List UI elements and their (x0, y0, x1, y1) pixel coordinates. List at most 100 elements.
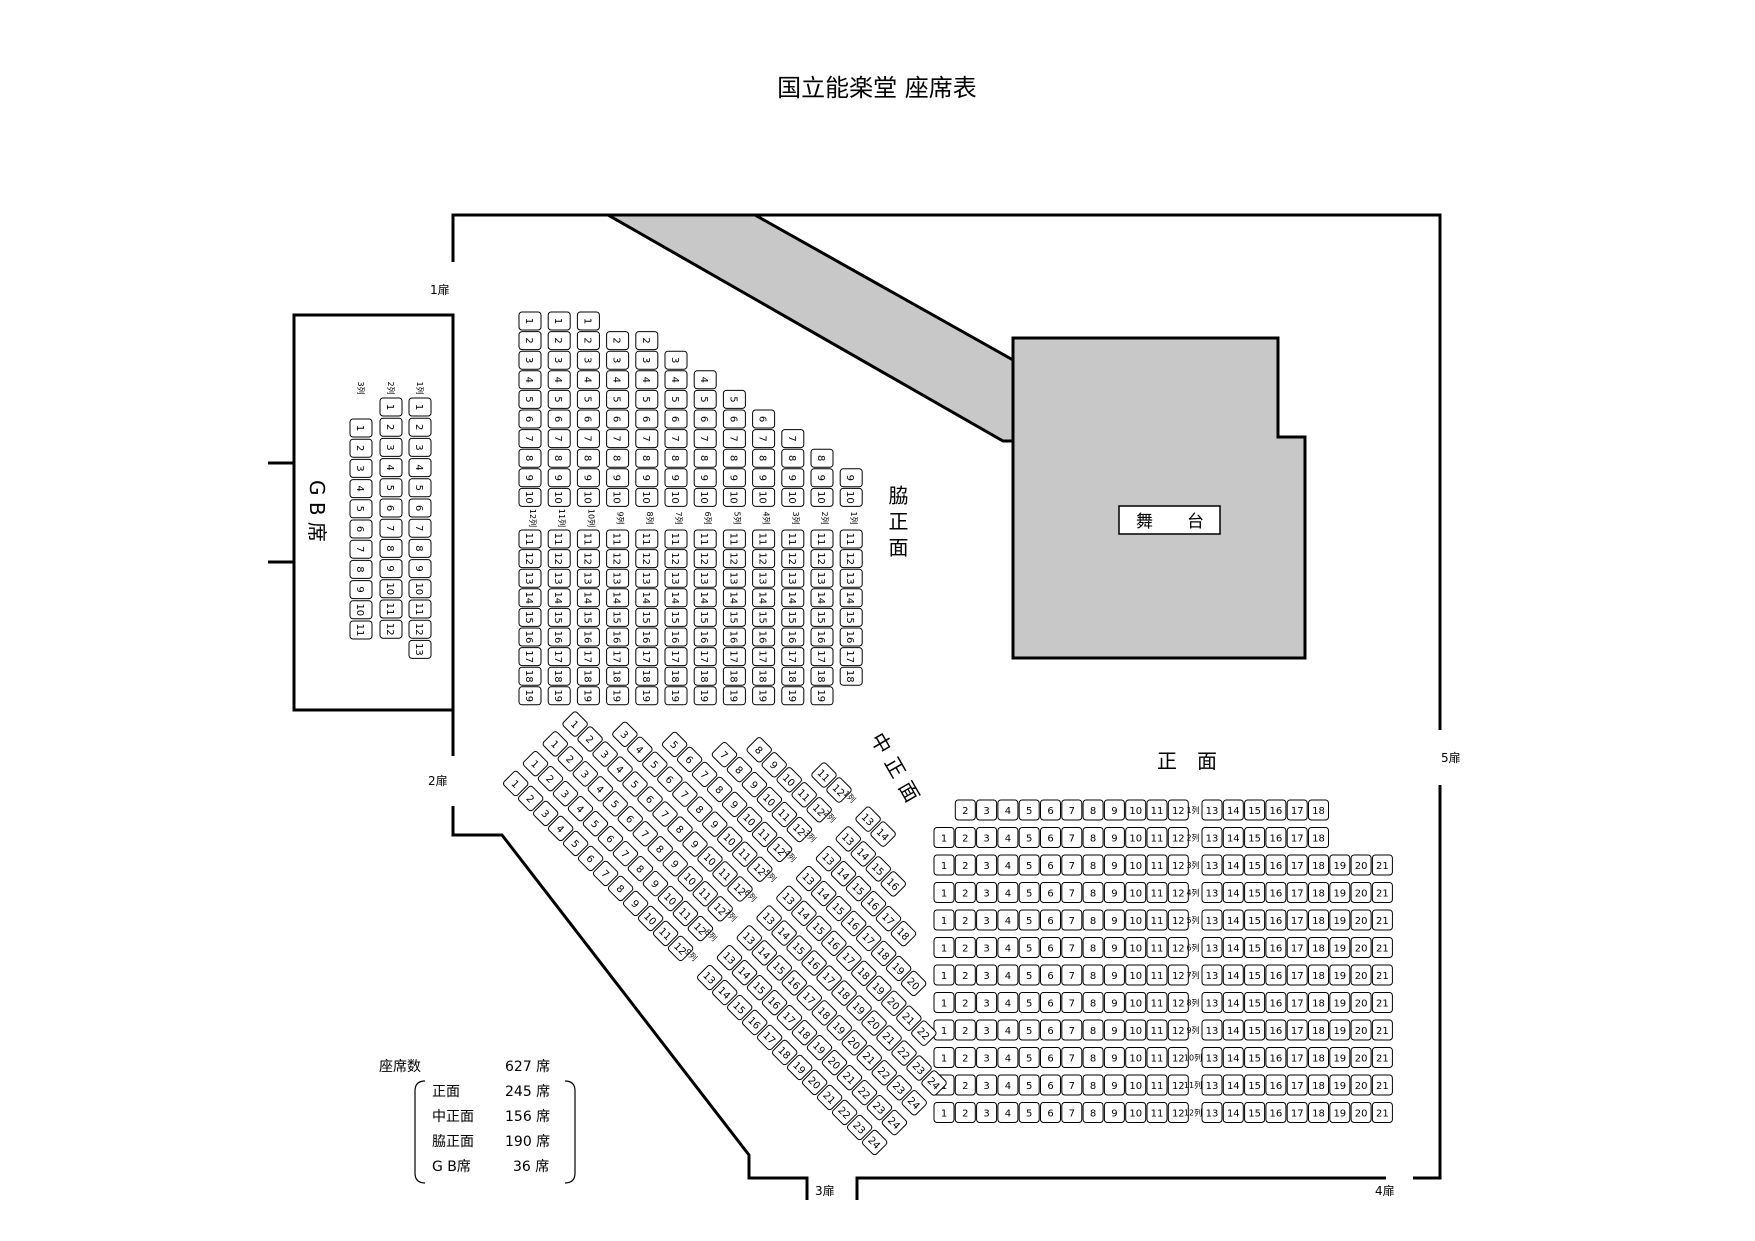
seat[interactable]: 9 (635, 468, 659, 488)
seat[interactable]: 7 (547, 429, 571, 449)
seat[interactable]: 9 (1103, 909, 1125, 931)
seat[interactable]: 13 (576, 568, 600, 588)
seat[interactable]: 20 (861, 1010, 888, 1037)
seat[interactable]: 16 (1265, 909, 1287, 931)
seat[interactable]: 16 (576, 627, 600, 647)
seat[interactable]: 15 (781, 607, 805, 627)
seat[interactable]: 7 (652, 801, 679, 828)
seat[interactable]: 9 (722, 468, 746, 488)
seat[interactable]: 10 (1125, 964, 1147, 986)
seat[interactable]: 13 (664, 568, 688, 588)
seat[interactable]: 10 (379, 579, 403, 599)
seat[interactable]: 13 (776, 885, 803, 912)
seat[interactable]: 4 (693, 370, 717, 390)
seat[interactable]: 9 (1103, 964, 1125, 986)
seat[interactable]: 15 (518, 607, 542, 627)
seat[interactable]: 17 (1286, 799, 1308, 821)
seat[interactable]: 16 (1265, 882, 1287, 903)
seat[interactable]: 9 (1103, 937, 1125, 958)
seat[interactable]: 9 (752, 468, 776, 488)
seat[interactable]: 9 (1103, 1047, 1125, 1068)
seat[interactable]: 18 (635, 666, 659, 686)
seat[interactable]: 8 (686, 796, 713, 823)
seat[interactable]: 16 (860, 890, 887, 917)
seat[interactable]: 9 (781, 468, 805, 488)
seat[interactable]: 7 (781, 429, 805, 449)
seat[interactable]: 9 (379, 559, 403, 579)
seat[interactable]: 21 (1371, 1019, 1393, 1041)
seat[interactable]: 21 (895, 1005, 922, 1032)
seat[interactable]: 16 (1265, 1019, 1287, 1041)
seat[interactable]: 16 (810, 627, 834, 647)
seat[interactable]: 7 (1061, 964, 1083, 986)
seat[interactable]: 2 (518, 331, 542, 351)
seat[interactable]: 13 (835, 825, 862, 852)
seat[interactable]: 5 (518, 389, 542, 409)
seat[interactable]: 2 (954, 992, 976, 1013)
seat[interactable]: 8 (706, 776, 733, 803)
seat[interactable]: 19 (722, 686, 746, 706)
seat[interactable]: 8 (518, 448, 542, 468)
seat[interactable]: 17 (1286, 964, 1308, 986)
seat[interactable]: 15 (839, 607, 863, 627)
seat[interactable]: 4 (576, 370, 600, 390)
seat[interactable]: 16 (722, 627, 746, 647)
seat[interactable]: 14 (606, 588, 630, 608)
seat[interactable]: 20 (1350, 882, 1372, 903)
seat[interactable]: 14 (781, 588, 805, 608)
seat[interactable]: 13 (1201, 799, 1223, 821)
seat[interactable]: 7 (1061, 882, 1083, 903)
seat[interactable]: 14 (1222, 992, 1244, 1013)
seat[interactable]: 10 (664, 487, 688, 507)
seat[interactable]: 13 (1201, 909, 1223, 931)
seat[interactable]: 17 (855, 925, 882, 952)
seat[interactable]: 7 (1061, 1102, 1083, 1123)
seat[interactable]: 19 (1329, 882, 1351, 903)
seat[interactable]: 17 (547, 647, 571, 667)
seat[interactable]: 3 (611, 721, 638, 748)
seat[interactable]: 14 (1222, 937, 1244, 958)
seat[interactable]: 18 (831, 980, 858, 1007)
seat[interactable]: 10 (716, 826, 743, 853)
seat[interactable]: 1 (933, 1102, 955, 1123)
seat[interactable]: 6 (1040, 1047, 1061, 1068)
seat[interactable]: 12 (379, 619, 403, 639)
seat[interactable]: 1 (502, 770, 529, 797)
seat[interactable]: 10 (1125, 909, 1147, 931)
seat[interactable]: 17 (1286, 992, 1308, 1013)
seat[interactable]: 3 (976, 964, 998, 986)
seat[interactable]: 5 (1018, 1102, 1040, 1123)
seat[interactable]: 6 (606, 409, 630, 429)
seat[interactable]: 14 (752, 588, 776, 608)
seat[interactable]: 22 (871, 1059, 898, 1086)
seat[interactable]: 5 (722, 389, 746, 409)
seat[interactable]: 23 (866, 1094, 893, 1121)
seat[interactable]: 3 (976, 799, 998, 821)
seat[interactable]: 11 (781, 529, 805, 549)
seat[interactable]: 14 (790, 900, 817, 927)
seat[interactable]: 5 (562, 830, 589, 857)
seat[interactable]: 12 (707, 895, 734, 922)
seat[interactable]: 12 (810, 549, 834, 569)
seat[interactable]: 7 (518, 429, 542, 449)
seat[interactable]: 13 (606, 568, 630, 588)
seat[interactable]: 18 (870, 940, 897, 967)
seat[interactable]: 18 (811, 999, 838, 1026)
seat[interactable]: 18 (791, 1019, 818, 1046)
seat[interactable]: 4 (567, 795, 594, 822)
seat[interactable]: 11 (518, 529, 542, 549)
seat[interactable]: 18 (1308, 1019, 1329, 1041)
seat[interactable]: 8 (1082, 909, 1104, 931)
seat[interactable]: 5 (547, 389, 571, 409)
seat[interactable]: 15 (810, 607, 834, 627)
seat[interactable]: 12 (1167, 1102, 1189, 1123)
seat[interactable]: 12 (826, 777, 853, 804)
seat[interactable]: 6 (408, 498, 432, 518)
seat[interactable]: 4 (408, 458, 432, 478)
seat[interactable]: 13 (1201, 854, 1223, 876)
seat[interactable]: 8 (667, 816, 694, 843)
seat[interactable]: 20 (1350, 992, 1372, 1013)
seat[interactable]: 10 (1125, 827, 1147, 848)
seat[interactable]: 7 (1061, 909, 1083, 931)
seat[interactable]: 11 (408, 599, 432, 619)
